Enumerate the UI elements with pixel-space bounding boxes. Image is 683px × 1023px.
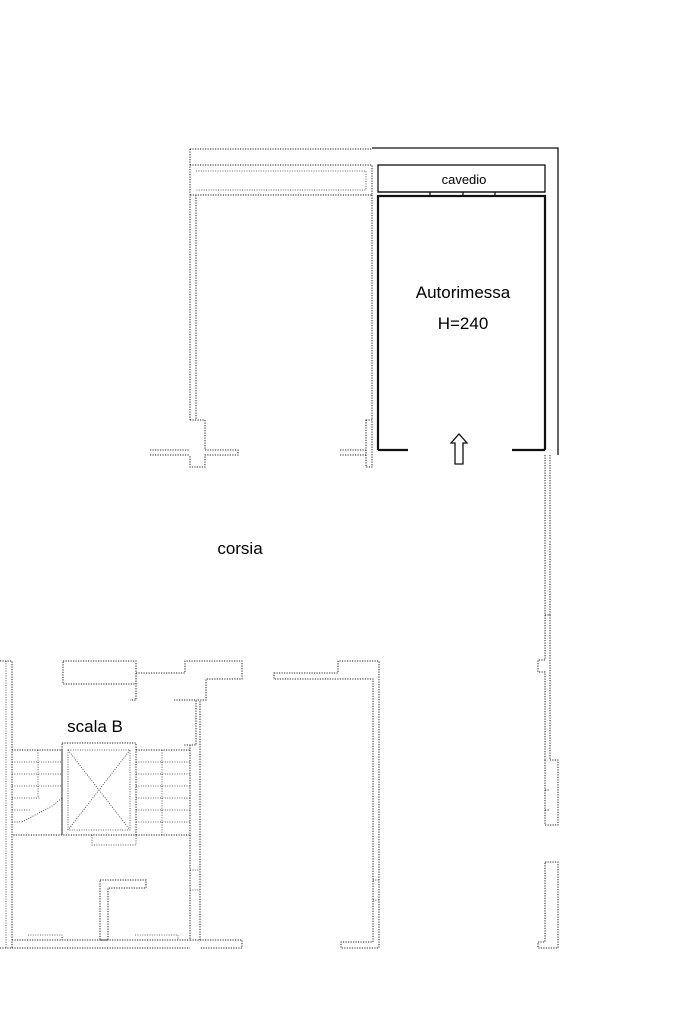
garage-room: Autorimessa H=240 <box>376 194 547 465</box>
lower-right-room <box>273 660 380 949</box>
upper-boundary <box>189 147 559 455</box>
garage-height-label: H=240 <box>438 314 489 333</box>
cavedio-label: cavedio <box>442 172 487 187</box>
stair-label: scala B <box>67 717 123 736</box>
corridor-wall-pillars <box>150 419 373 468</box>
corridor-label: corsia <box>217 539 263 558</box>
stair-block: scala B <box>0 660 243 949</box>
garage-label: Autorimessa <box>416 283 511 302</box>
right-corridor-wall <box>537 455 559 949</box>
cavedio-room: cavedio <box>377 164 546 196</box>
cross-void-icon <box>61 742 137 836</box>
up-arrow-icon <box>449 433 469 465</box>
